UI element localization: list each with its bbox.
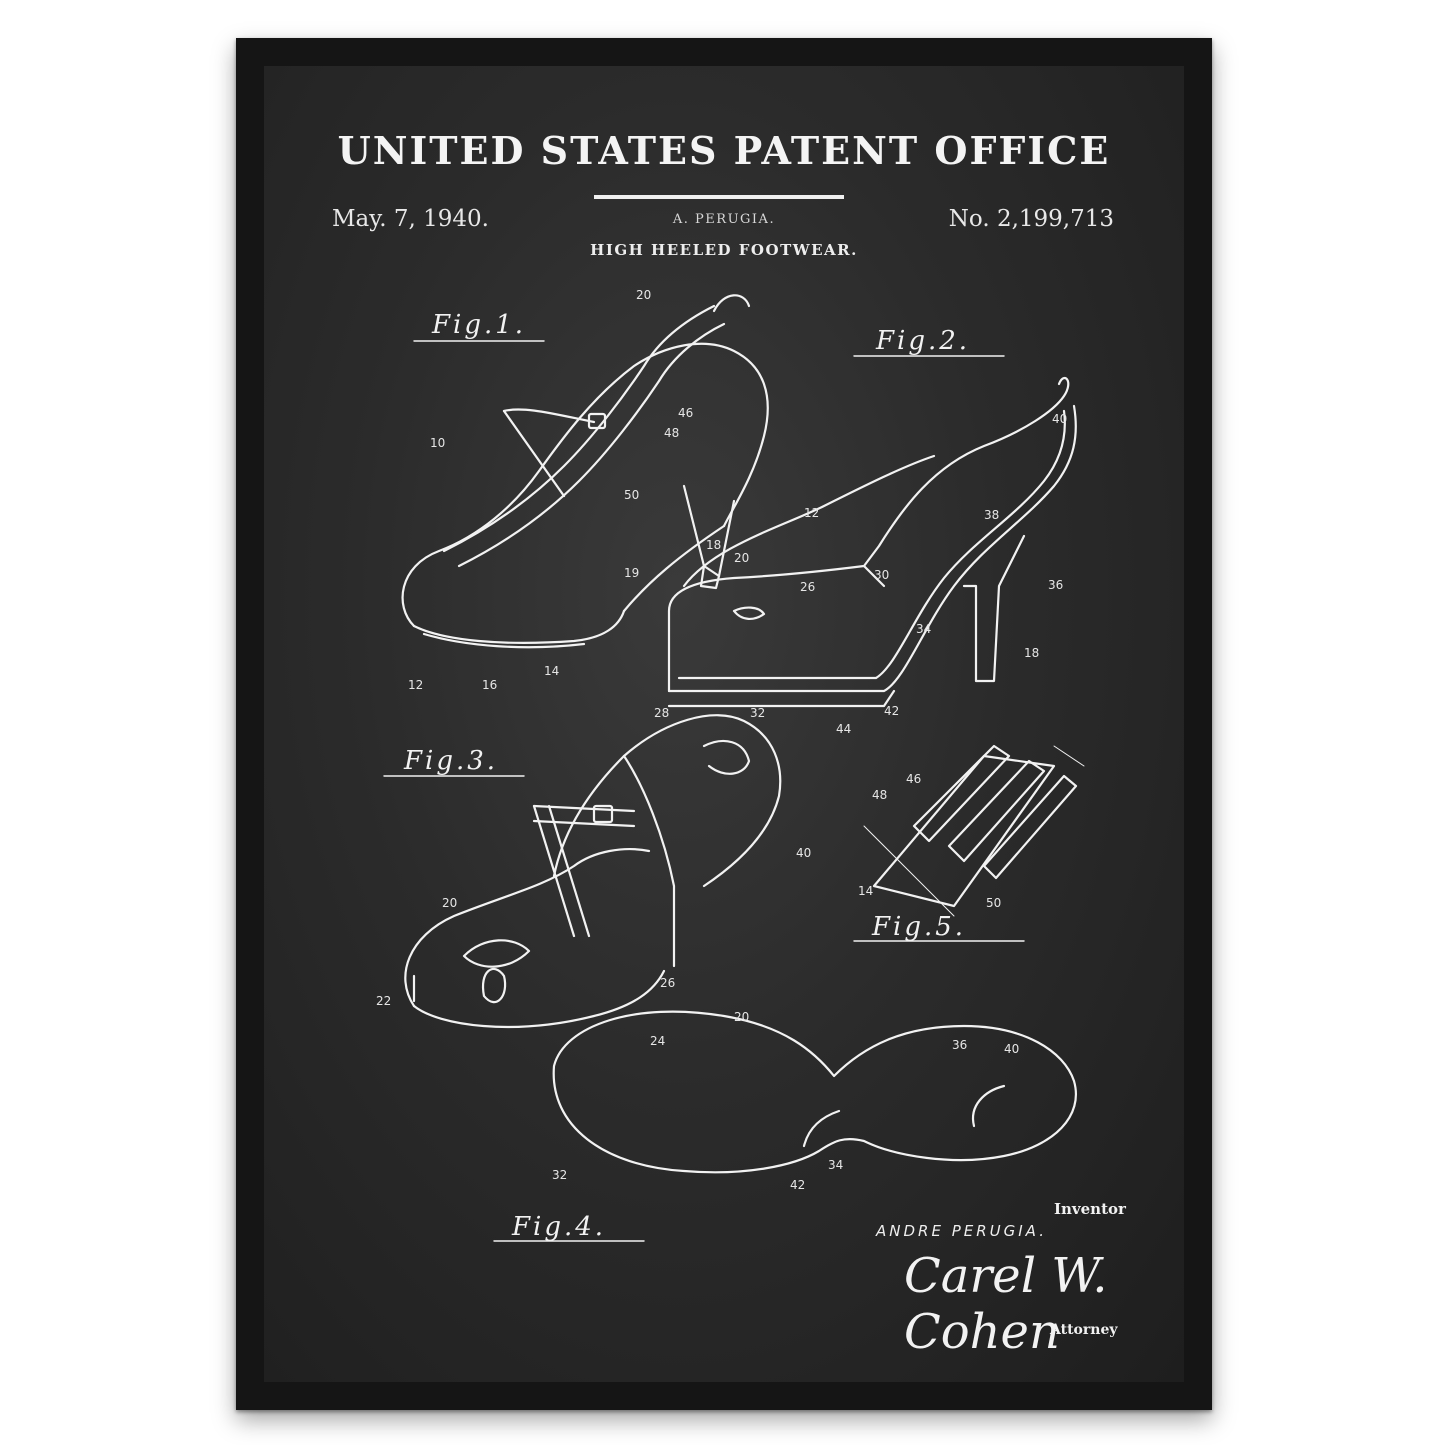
ref-number: 40	[796, 846, 812, 860]
ref-number: 14	[544, 664, 560, 678]
fig2-label: Fig.2.	[876, 326, 971, 356]
fig4-sole-drawing	[552, 1010, 1077, 1174]
ref-number: 40	[1052, 412, 1068, 426]
patent-subtitle: HIGH HEELED FOOTWEAR.	[590, 241, 858, 259]
patent-date: May. 7, 1940.	[332, 206, 489, 232]
ref-number: 50	[986, 896, 1002, 910]
inventor-name: ANDRE PERUGIA.	[876, 1222, 1047, 1240]
title-underline	[594, 195, 844, 199]
ref-number: 36	[952, 1038, 968, 1052]
attorney-signature: Carel W. Cohen	[904, 1248, 1108, 1360]
patent-number: No. 2,199,713	[948, 206, 1114, 232]
ref-number: 14	[858, 884, 874, 898]
ref-number: 12	[804, 506, 820, 520]
fig1-shoe-drawing	[401, 294, 769, 649]
ref-number: 34	[916, 622, 932, 636]
ref-number: 28	[654, 706, 670, 720]
fig4-label: Fig.4.	[512, 1212, 607, 1242]
ref-number: 20	[442, 896, 458, 910]
ref-number: 48	[872, 788, 888, 802]
ref-number: 34	[828, 1158, 844, 1172]
ref-number: 42	[790, 1178, 806, 1192]
ref-number: 19	[624, 566, 640, 580]
inventor-short-name: A. PERUGIA.	[672, 212, 776, 227]
ref-number: 42	[884, 704, 900, 718]
ref-number: 22	[376, 994, 392, 1008]
ref-number: 50	[624, 488, 640, 502]
ref-number: 20	[734, 1010, 750, 1024]
ref-number: 32	[552, 1168, 568, 1182]
ref-number: 44	[836, 722, 852, 736]
ref-number: 46	[678, 406, 694, 420]
ref-number: 48	[664, 426, 680, 440]
fig2-section-drawing	[667, 377, 1077, 708]
ref-number: 20	[734, 551, 750, 565]
inventor-label: Inventor	[1054, 1200, 1126, 1218]
fig-label-underlines	[383, 340, 1025, 1242]
ref-number: 20	[636, 288, 652, 302]
patent-poster: UNITED STATES PATENT OFFICE May. 7, 1940…	[264, 66, 1184, 1382]
ref-number: 12	[408, 678, 424, 692]
fig5-detail-drawing	[863, 744, 1085, 917]
ref-number: 46	[906, 772, 922, 786]
ref-number: 26	[800, 580, 816, 594]
ref-number: 30	[874, 568, 890, 582]
fig1-label: Fig.1.	[432, 310, 527, 340]
poster-title: UNITED STATES PATENT OFFICE	[337, 128, 1111, 173]
ref-number: 18	[1024, 646, 1040, 660]
fig5-label: Fig.5.	[872, 912, 967, 942]
fig3-tstrap-drawing	[404, 714, 782, 1028]
ref-number: 16	[482, 678, 498, 692]
ref-number: 10	[430, 436, 446, 450]
ref-number: 40	[1004, 1042, 1020, 1056]
ref-number: 36	[1048, 578, 1064, 592]
ref-number: 18	[706, 538, 722, 552]
ref-number: 32	[750, 706, 766, 720]
attorney-label: Attorney	[1050, 1322, 1118, 1338]
fig3-label: Fig.3.	[404, 746, 499, 776]
ref-number: 26	[660, 976, 676, 990]
ref-number: 38	[984, 508, 1000, 522]
patent-drawings	[383, 294, 1085, 1242]
ref-number: 24	[650, 1034, 666, 1048]
picture-frame: UNITED STATES PATENT OFFICE May. 7, 1940…	[236, 38, 1212, 1410]
